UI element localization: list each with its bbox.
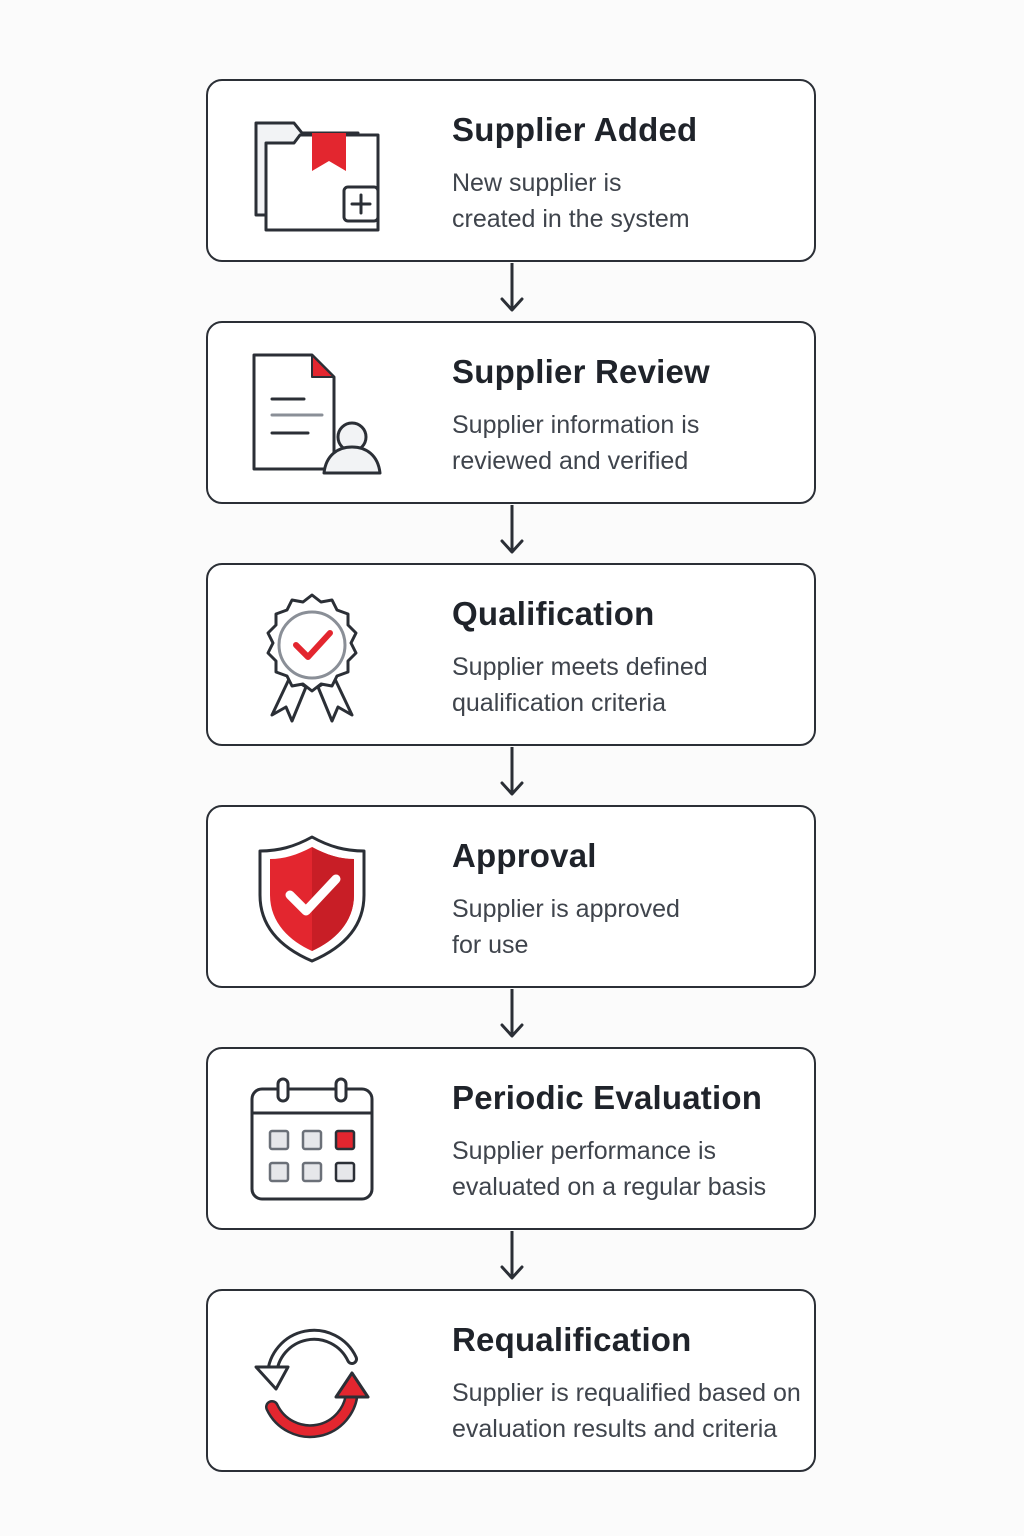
document-user-icon (242, 347, 382, 482)
flow-arrow (497, 263, 527, 315)
step-card-periodic-evaluation: Periodic Evaluation Supplier performance… (206, 1047, 816, 1230)
flow-arrow (497, 747, 527, 799)
step-description: New supplier is created in the system (452, 165, 812, 237)
step-title: Supplier Added (452, 111, 698, 148)
shield-check-icon (242, 831, 382, 966)
step-card-requalification: Requalification Supplier is requalified … (206, 1289, 816, 1472)
step-description: Supplier information is reviewed and ver… (452, 407, 812, 479)
step-description: Supplier meets defined qualification cri… (452, 649, 812, 721)
step-title: Supplier Review (452, 353, 710, 390)
step-description-line: Supplier is approved (452, 895, 680, 923)
step-description-line: Supplier meets defined (452, 653, 708, 681)
folder-add-icon (242, 105, 382, 240)
step-description-line: Supplier is requalified based on (452, 1379, 801, 1407)
step-description-line: reviewed and verified (452, 447, 689, 475)
step-title: Periodic Evaluation (452, 1079, 763, 1116)
step-description: Supplier performance is evaluated on a r… (452, 1133, 812, 1205)
step-card-approval: Approval Supplier is approved for use (206, 805, 816, 988)
step-description-line: Supplier performance is (452, 1137, 717, 1165)
step-title: Requalification (452, 1321, 692, 1358)
step-description: Supplier is requalified based on evaluat… (452, 1375, 812, 1447)
calendar-icon (242, 1073, 382, 1208)
step-description-line: evaluated on a regular basis (452, 1173, 767, 1201)
step-description-line: for use (452, 931, 529, 959)
flow-arrow (497, 505, 527, 557)
step-card-qualification: Qualification Supplier meets defined qua… (206, 563, 816, 746)
step-title: Approval (452, 837, 597, 874)
step-card-supplier-review: Supplier Review Supplier information is … (206, 321, 816, 504)
step-description-line: New supplier is (452, 169, 622, 197)
refresh-cycle-icon (242, 1315, 382, 1450)
flow-arrow (497, 989, 527, 1041)
step-description-line: Supplier information is (452, 411, 700, 439)
step-title: Qualification (452, 595, 655, 632)
flow-arrow (497, 1231, 527, 1283)
award-badge-icon (242, 589, 382, 724)
step-description: Supplier is approved for use (452, 891, 812, 963)
step-card-supplier-added: Supplier Added New supplier is created i… (206, 79, 816, 262)
step-description-line: qualification criteria (452, 689, 666, 717)
step-description-line: created in the system (452, 205, 690, 233)
step-description-line: evaluation results and criteria (452, 1415, 778, 1443)
